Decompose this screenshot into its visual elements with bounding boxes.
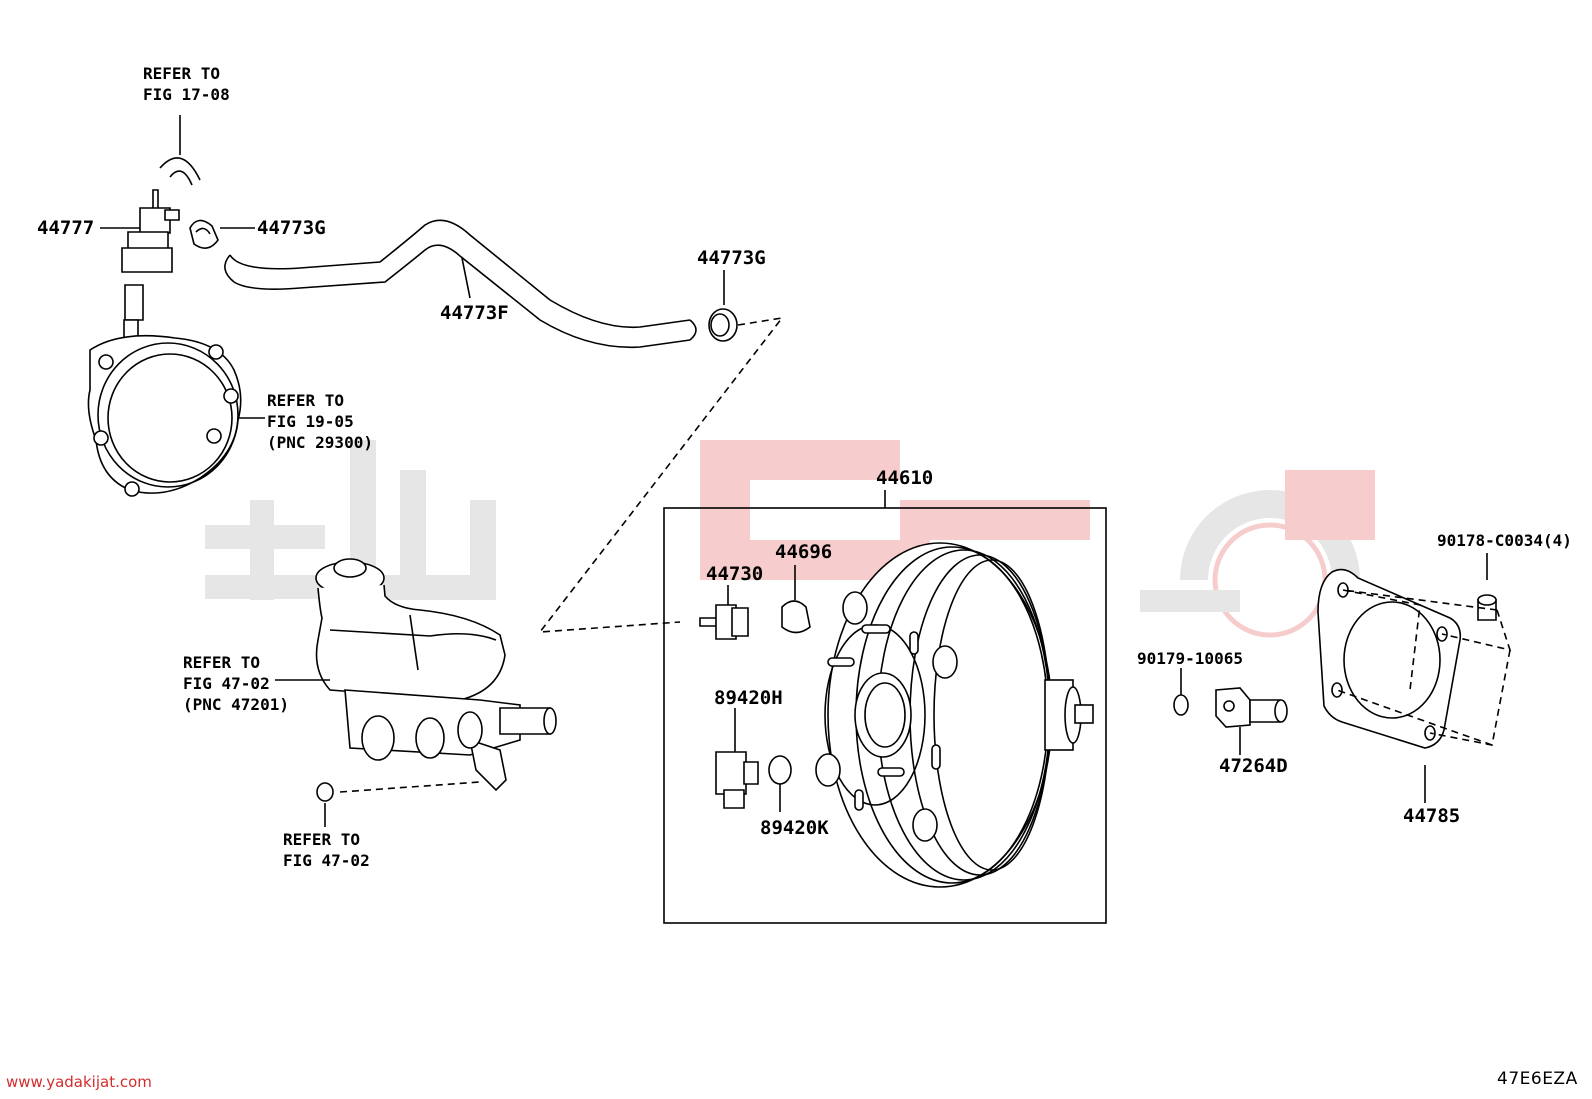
label-89420K: 89420K [760, 817, 829, 839]
label-44773F: 44773F [440, 302, 509, 324]
label-44730: 44730 [706, 563, 763, 585]
connection-dashed-1 [538, 316, 784, 633]
grommet-44730 [699, 585, 749, 640]
sensor-89420H [715, 708, 759, 809]
master-cylinder [275, 558, 557, 792]
svg-text:FIG 17-08: FIG 17-08 [143, 85, 230, 104]
label-refer-fig-47-02-a: REFER TO FIG 47-02 (PNC 47201) [183, 653, 289, 714]
watermark-logo [205, 440, 1375, 638]
svg-text:FIG 47-02: FIG 47-02 [283, 851, 370, 870]
vacuum-hose-44773F [224, 219, 697, 349]
cap-47-02 [316, 781, 481, 827]
plug-44696 [781, 565, 811, 634]
clip-44773G-b [708, 270, 738, 342]
label-44785: 44785 [1403, 805, 1460, 827]
website-link[interactable]: www.yadakijat.com [6, 1073, 152, 1091]
svg-text:REFER TO: REFER TO [143, 64, 220, 83]
svg-text:FIG 19-05: FIG 19-05 [267, 412, 354, 431]
nut-90178 [1336, 553, 1512, 746]
label-90179: 90179-10065 [1137, 649, 1243, 668]
vacuum-pump [87, 334, 265, 497]
label-44777: 44777 [37, 217, 94, 239]
label-44773G-a: 44773G [257, 217, 326, 239]
svg-text:REFER TO: REFER TO [183, 653, 260, 672]
svg-text:(PNC 29300): (PNC 29300) [267, 433, 373, 452]
label-44773G-b: 44773G [697, 247, 766, 269]
label-44696: 44696 [775, 541, 832, 563]
svg-text:REFER TO: REFER TO [283, 830, 360, 849]
label-89420H: 89420H [714, 687, 783, 709]
nut-90179 [1173, 668, 1189, 716]
gasket-44785 [1317, 568, 1462, 803]
clevis-47264D [1215, 687, 1288, 755]
brake-booster [815, 542, 1094, 888]
label-refer-fig-19-05: REFER TO FIG 19-05 (PNC 29300) [267, 391, 373, 452]
figure-code: 47E6EZA [1497, 1069, 1578, 1089]
plug-89420K [768, 755, 792, 812]
vacuum-hose-upper [159, 115, 201, 186]
check-valve-44777 [100, 189, 180, 343]
label-refer-fig-17-08: REFER TO FIG 17-08 [143, 64, 230, 104]
label-47264D: 47264D [1219, 755, 1288, 777]
clip-44773G-a [189, 219, 255, 249]
label-90178: 90178-C0034(4) [1437, 531, 1572, 550]
svg-text:(PNC 47201): (PNC 47201) [183, 695, 289, 714]
svg-text:REFER TO: REFER TO [267, 391, 344, 410]
svg-text:FIG 47-02: FIG 47-02 [183, 674, 270, 693]
label-refer-fig-47-02-b: REFER TO FIG 47-02 [283, 830, 370, 870]
label-44610: 44610 [876, 467, 933, 489]
